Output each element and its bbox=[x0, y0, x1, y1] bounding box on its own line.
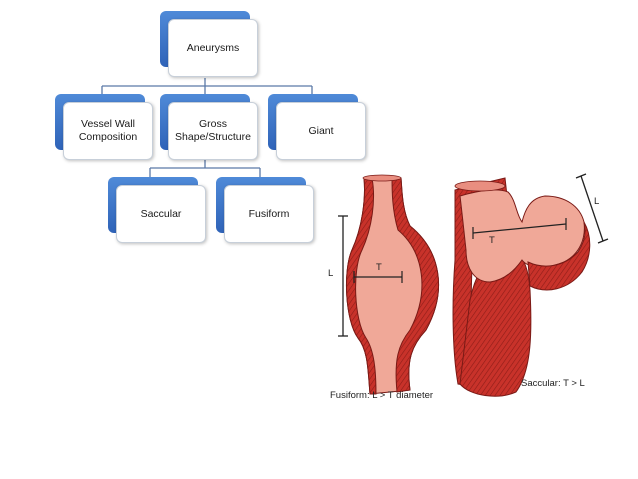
saccular-length-marker bbox=[575, 173, 609, 244]
fusiform-length-marker bbox=[338, 215, 348, 337]
fusiform-transverse-marker bbox=[353, 271, 403, 283]
saccular-transverse-marker bbox=[472, 218, 567, 239]
node-gross-shape-label: Gross Shape/Structure bbox=[175, 118, 251, 143]
fusiform-transverse-label: T bbox=[376, 262, 382, 273]
saccular-caption: Saccular: T > L bbox=[521, 378, 585, 389]
fusiform-length-label: L bbox=[328, 268, 334, 279]
saccular-transverse-label: T bbox=[489, 235, 495, 246]
fusiform-vessel-drawing bbox=[345, 174, 439, 395]
saccular-vessel-drawing bbox=[452, 177, 591, 397]
saccular-length-label: L bbox=[594, 196, 600, 207]
fusiform-caption: Fusiform: L > T diameter bbox=[330, 390, 434, 401]
node-aneurysms-label: Aneurysms bbox=[186, 41, 240, 54]
node-vessel-wall-label: Vessel Wall Composition bbox=[78, 118, 138, 143]
node-giant-label: Giant bbox=[308, 124, 334, 137]
node-fusiform-label: Fusiform bbox=[248, 207, 290, 220]
node-saccular-label: Saccular bbox=[140, 207, 182, 220]
